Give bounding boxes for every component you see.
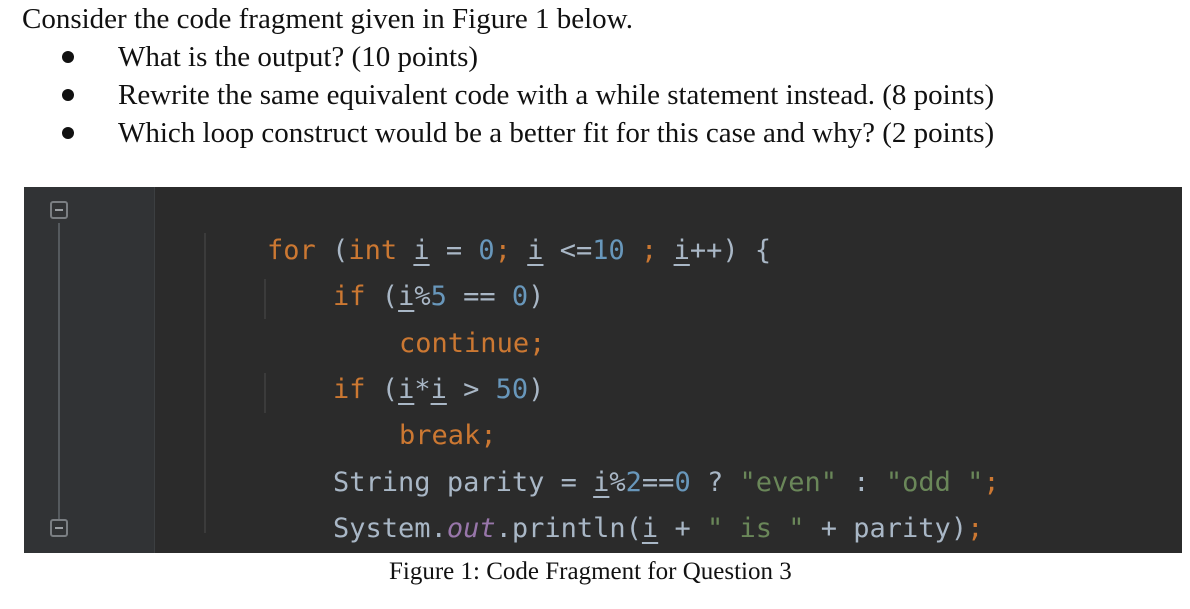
question-intro: Consider the code fragment given in Figu… — [22, 3, 633, 35]
indent-guide — [204, 233, 206, 533]
code-line-content: System.out.println(i + " is " + parity); — [333, 513, 984, 544]
code-line: break; — [334, 376, 497, 451]
bullet-icon — [62, 51, 74, 63]
gutter-separator — [154, 187, 155, 553]
fold-collapse-icon — [50, 201, 68, 219]
code-line: String parity = i%2==0 ? "even" : "odd "… — [268, 423, 1000, 498]
code-line-content: if (i%5 == 0) — [333, 281, 545, 312]
indent-guide — [264, 373, 266, 413]
question-text: Rewrite the same equivalent code with a … — [118, 79, 995, 111]
code-line-content: if (i*i > 50) — [333, 374, 545, 405]
question-text: Which loop construct would be a better f… — [118, 117, 995, 149]
bullet-icon — [62, 89, 74, 101]
editor-gutter — [24, 187, 154, 553]
code-line-content: String parity = i%2==0 ? "even" : "odd "… — [333, 467, 1000, 498]
code-figure: for (int i = 0; i <=10 ; i++) { if (i%5 … — [24, 187, 1182, 553]
fold-line — [58, 223, 60, 523]
code-line: System.out.println(i + " is " + parity); — [268, 469, 983, 544]
code-line: continue; — [334, 284, 545, 359]
code-line: for (int i = 0; i <=10 ; i++) { — [202, 191, 771, 266]
indent-guide — [264, 279, 266, 319]
bullet-icon — [62, 127, 74, 139]
code-line: if (i*i > 50) — [268, 330, 544, 405]
fold-end-icon — [50, 519, 68, 537]
code-line: if (i%5 == 0) — [268, 237, 544, 312]
code-line: } — [202, 515, 283, 553]
code-line-content: for (int i = 0; i <=10 ; i++) { — [267, 235, 772, 266]
code-line-content: break; — [399, 420, 497, 451]
figure-caption: Figure 1: Code Fragment for Question 3 — [389, 558, 792, 585]
question-text: What is the output? (10 points) — [118, 41, 479, 73]
code-line-content: continue; — [399, 328, 546, 359]
